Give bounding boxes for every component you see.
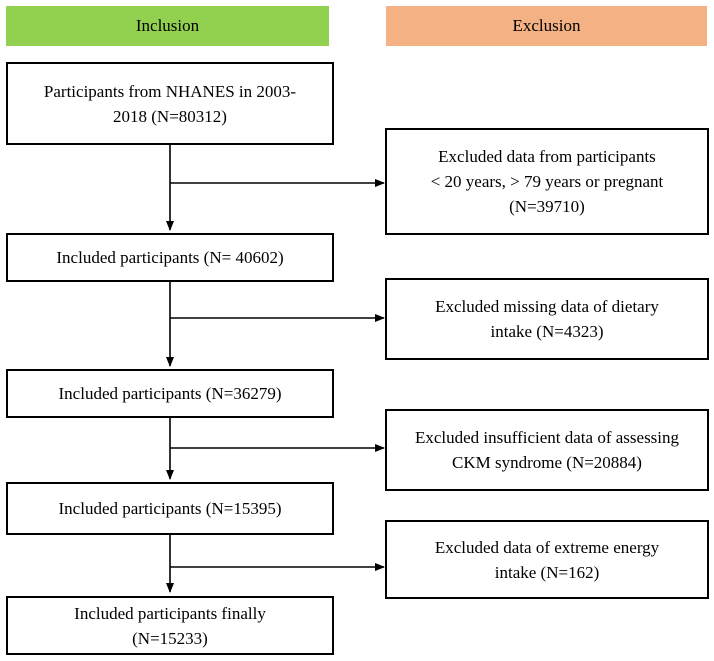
box-line: CKM syndrome (N=20884) (452, 453, 642, 472)
box-line: 2018 (N=80312) (113, 106, 227, 126)
exclusion-header-label: Exclusion (512, 16, 581, 35)
box-line: < 20 years, > 79 years or pregnant (430, 172, 664, 191)
box-line: Included participants (N=15395) (58, 499, 282, 518)
box-line: (N=15233) (132, 628, 208, 648)
box-line: intake (N=162) (494, 562, 600, 582)
inclusion-header-label: Inclusion (135, 16, 200, 35)
exclusion-header: Exclusion (386, 6, 707, 46)
box-line: Included participants finally (74, 603, 266, 623)
box-line: Excluded data from participants (438, 147, 656, 166)
box-line: Excluded missing data of dietary (435, 297, 659, 316)
inclusion-box-final: Included participants finally (N=15233) (6, 596, 334, 655)
inclusion-box-2: Included participants (N= 40602) (6, 233, 334, 282)
box-line: (N=39710) (509, 197, 585, 216)
box-line: Included participants (N= 40602) (56, 248, 284, 267)
exclusion-box-3: Excluded insufficient data of assessing … (385, 409, 709, 491)
box-line: Included participants (N=36279) (58, 384, 282, 403)
box-line: Excluded data of extreme energy (434, 537, 660, 557)
inclusion-header: Inclusion (6, 6, 329, 46)
box-line: Excluded insufficient data of assessing (414, 428, 680, 447)
exclusion-box-2: Excluded missing data of dietary intake … (385, 278, 709, 360)
box-line: intake (N=4323) (490, 322, 604, 341)
exclusion-box-4: Excluded data of extreme energy intake (… (385, 520, 709, 599)
inclusion-box-3: Included participants (N=36279) (6, 369, 334, 418)
exclusion-box-1: Excluded data from participants < 20 yea… (385, 128, 709, 235)
box-line: Participants from NHANES in 2003- (43, 81, 297, 101)
inclusion-box-source: Participants from NHANES in 2003- 2018 (… (6, 62, 334, 145)
inclusion-box-4: Included participants (N=15395) (6, 482, 334, 535)
